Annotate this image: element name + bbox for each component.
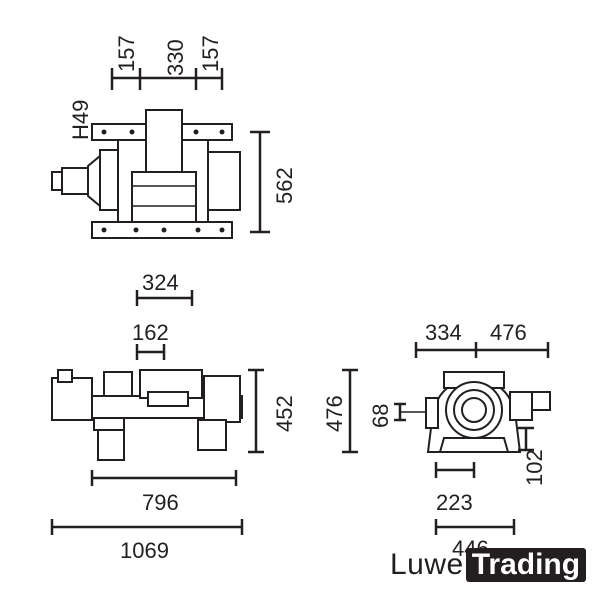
dim-796-line (90, 470, 238, 486)
dim-68: 68 (368, 404, 393, 428)
dim-452: 452 (272, 395, 297, 432)
dim-796: 796 (142, 490, 179, 515)
front-view-machine (425, 371, 551, 453)
dim-476-left: 476 (322, 395, 347, 432)
dim-446-line (434, 519, 516, 535)
luwe-trading-logo: Luwe Trading (390, 548, 587, 582)
dim-562: 562 (272, 167, 297, 204)
logo-text-trading: Trading (465, 548, 587, 582)
dim-1069: 1069 (120, 538, 169, 563)
top-view: 157 330 157 H49 562 (51, 35, 297, 239)
dim-68-line (394, 402, 430, 422)
dim-334: 334 (425, 320, 462, 345)
dim-476-top: 476 (490, 320, 527, 345)
top-view-machine (51, 109, 241, 239)
dim-334-476-line (414, 342, 550, 358)
label-h49: H49 (68, 100, 93, 140)
front-view: 476 334 476 68 (322, 320, 551, 561)
dim-476-left-line (342, 368, 358, 454)
dim-157-right: 157 (198, 35, 223, 72)
dim-324: 324 (142, 270, 179, 295)
dim-162-line (135, 344, 166, 360)
dim-102: 102 (522, 449, 547, 486)
height-dimension-line (250, 130, 270, 234)
dim-1069-line (50, 519, 244, 535)
logo-text-luwe: Luwe (390, 548, 464, 581)
side-view: 324 162 45 (50, 270, 297, 563)
top-dimension-line (110, 68, 224, 90)
dim-162: 162 (132, 320, 169, 345)
dim-157-left: 157 (114, 35, 139, 72)
dim-452-line (248, 368, 264, 454)
dim-223-line (434, 462, 476, 478)
dim-330: 330 (163, 39, 188, 76)
side-view-machine (51, 369, 243, 461)
dim-324-line (135, 290, 194, 306)
dim-102-line (518, 426, 534, 452)
dim-223: 223 (436, 490, 473, 515)
